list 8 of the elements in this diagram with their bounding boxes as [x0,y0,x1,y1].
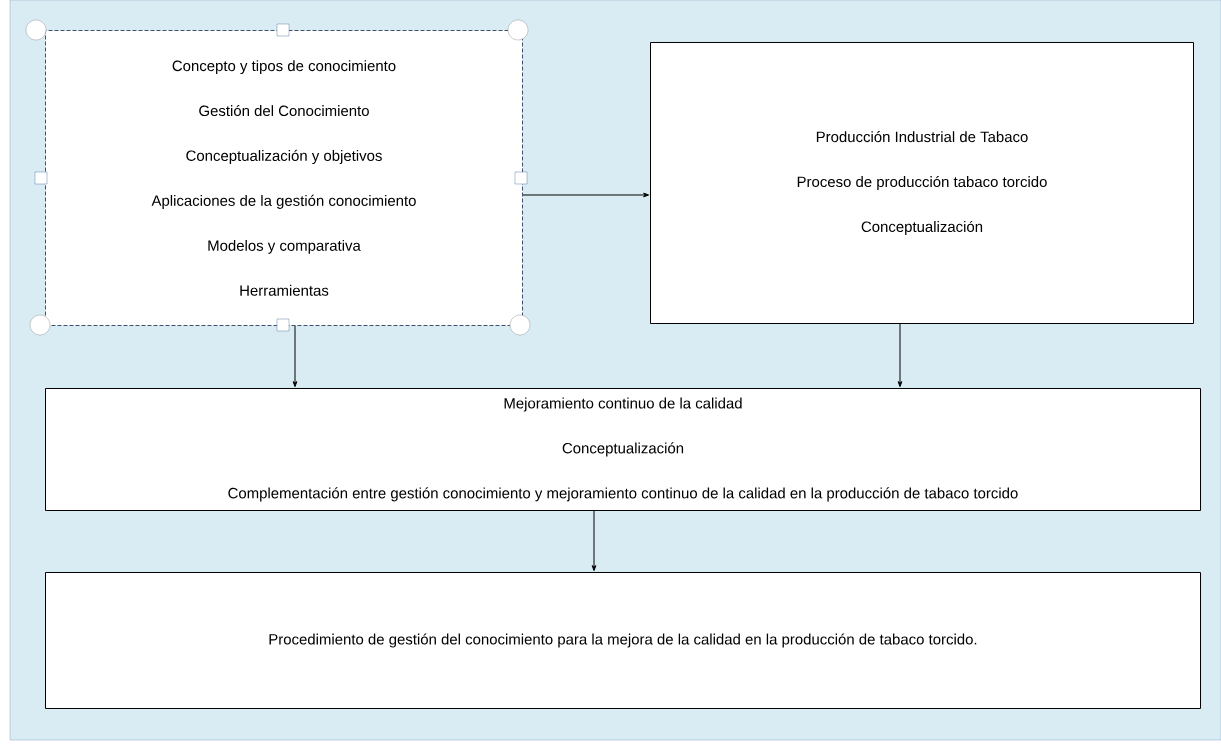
arrow [292,325,298,388]
text-box: Concepto y tipos de conocimiento Gestión del Conocimiento Conceptualización y objetivos Aplicaciones de la gestión conocimiento Modelos y comparativa Herramientas [45,30,523,326]
text-box: Mejoramiento continuo de la calidad Conceptualización Complementación entre gestión conocimiento y mejoramiento continuo de la calidad en la producción de tabaco torcido [45,388,1201,511]
arrow [897,323,903,388]
text-box: Producción Industrial de Tabaco Proceso de producción tabaco torcido Conceptualización [650,42,1194,324]
arrow [522,192,650,198]
arrow [591,510,597,572]
text-box: Procedimiento de gestión del conocimiento para la mejora de la calidad en la producción de tabaco torcido. [45,572,1201,709]
